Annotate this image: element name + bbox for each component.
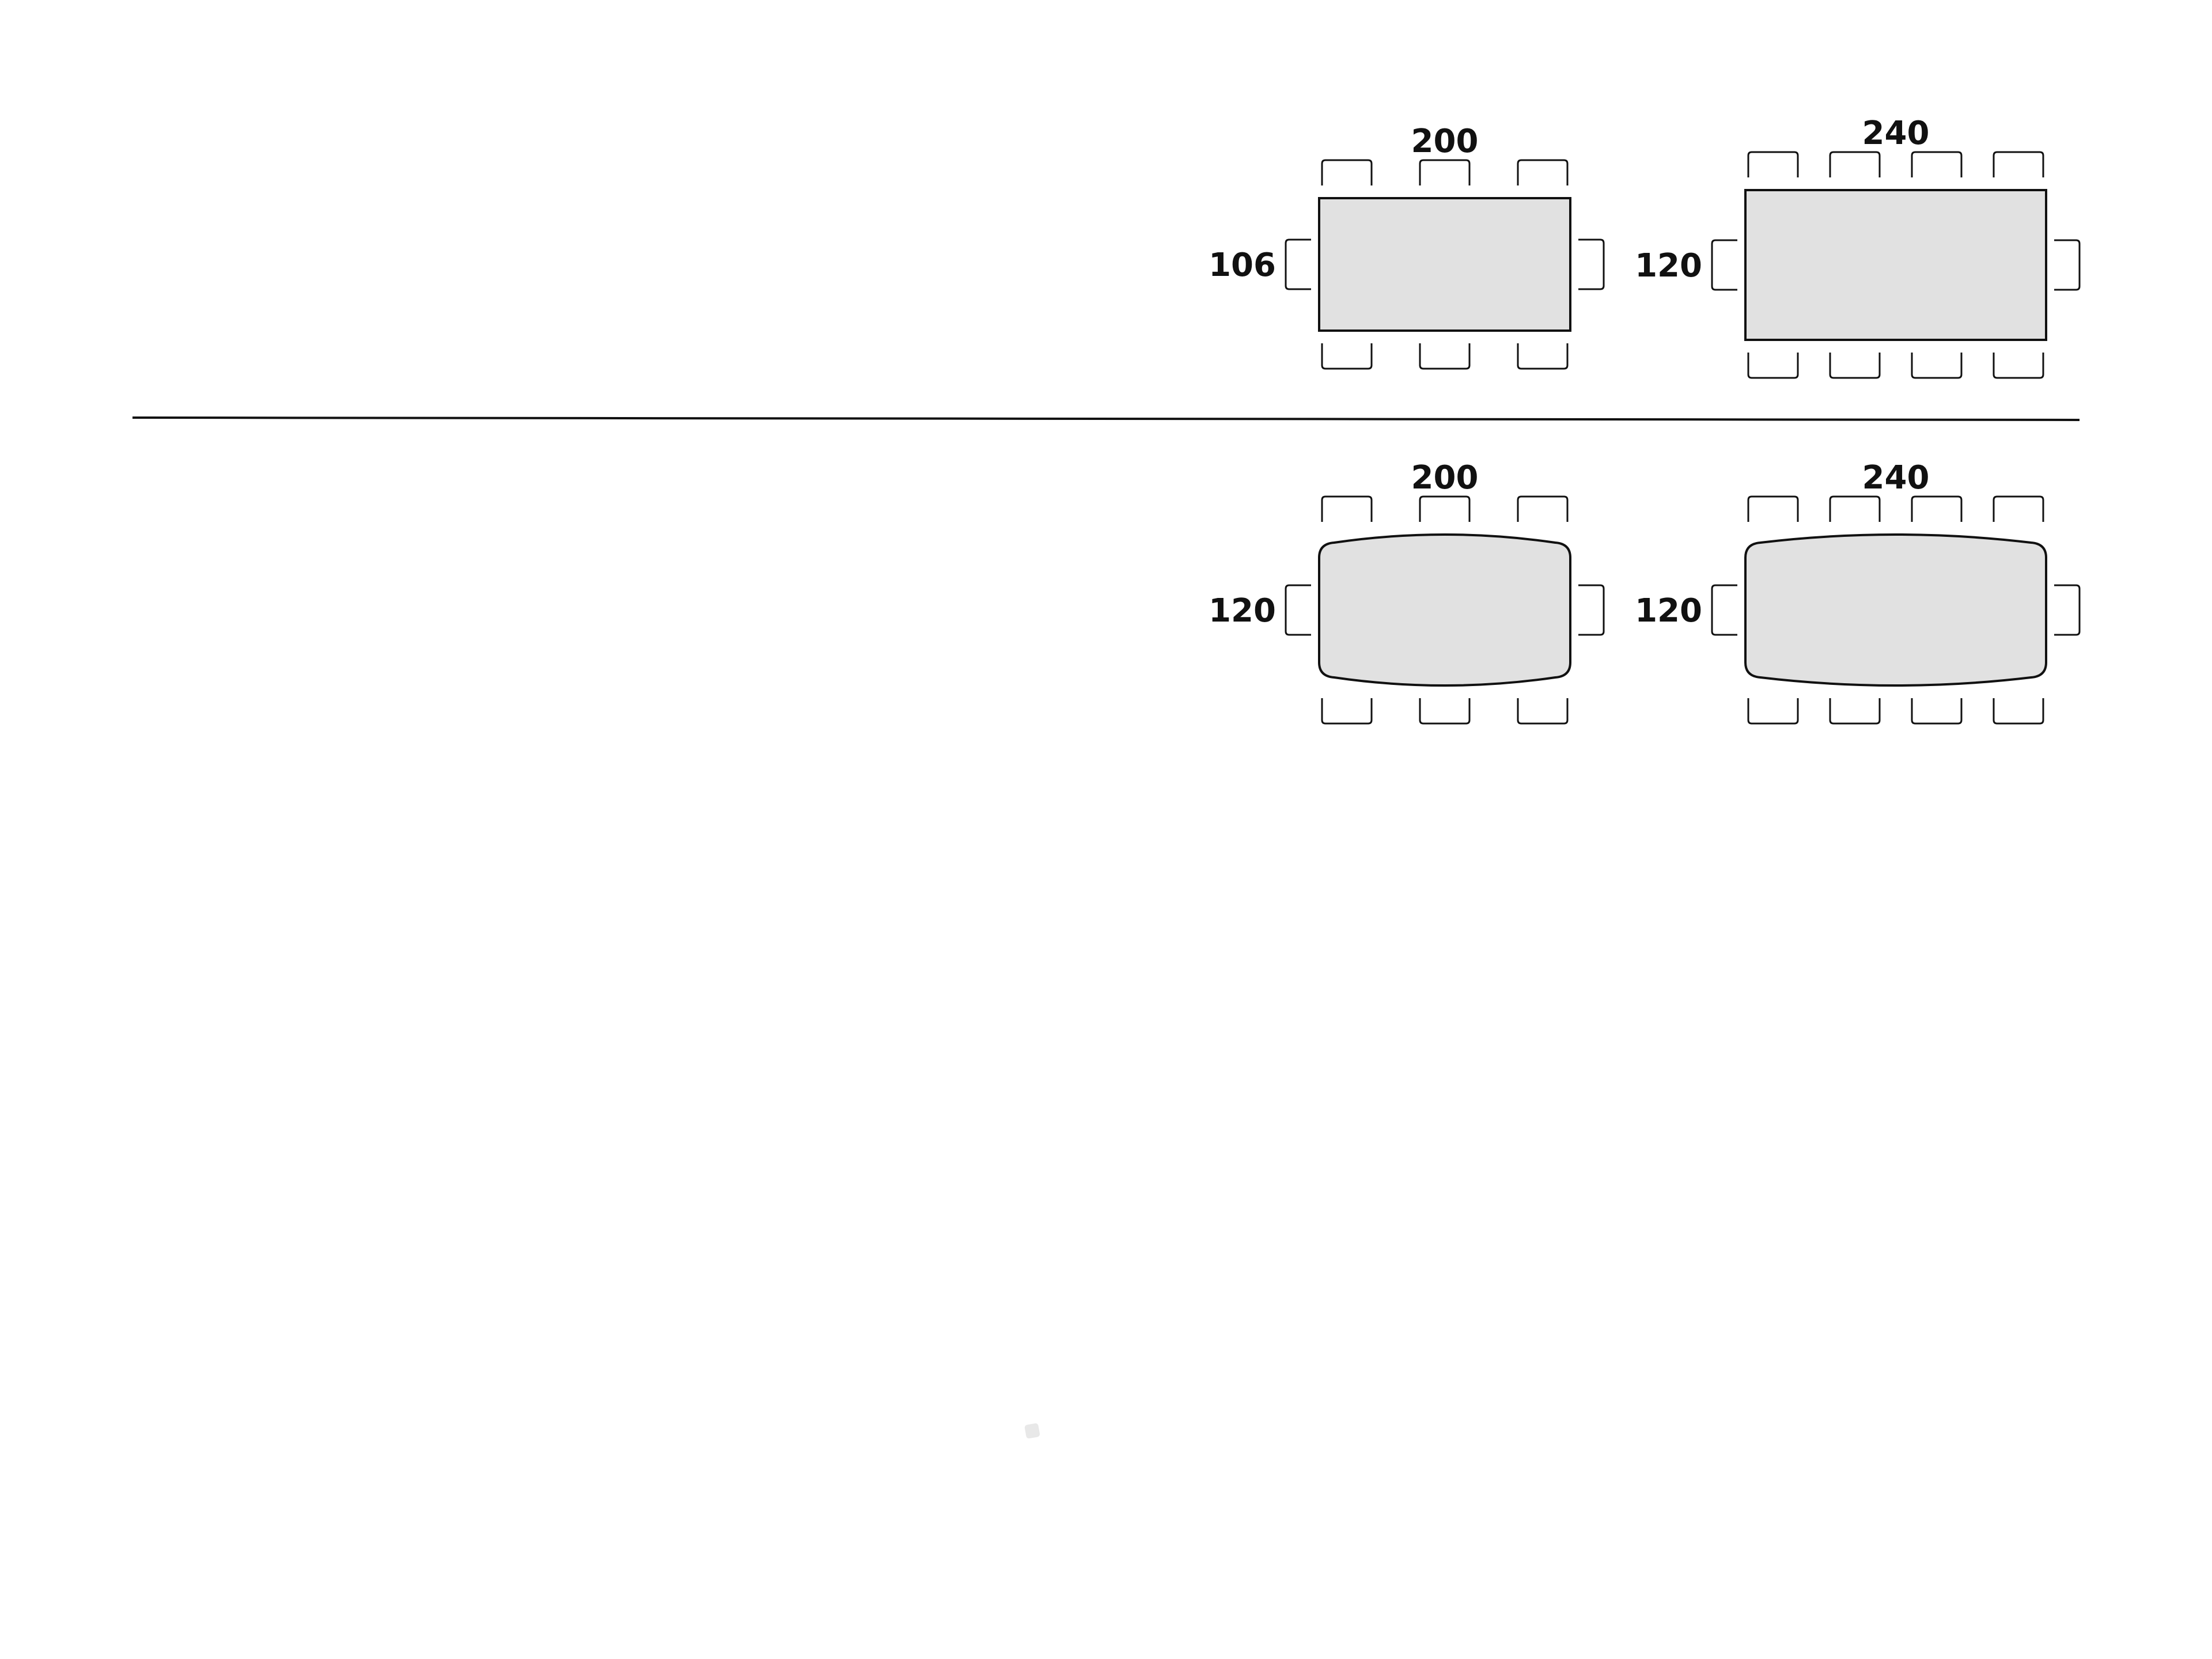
table-group: 200 106 bbox=[1209, 123, 1605, 370]
length-dimension-label: 240 bbox=[1862, 459, 1930, 497]
chair-icon bbox=[2054, 584, 2081, 636]
chair-icon bbox=[1993, 353, 2044, 379]
chair-icon bbox=[1747, 698, 1799, 725]
chair-icon bbox=[1517, 159, 1569, 185]
width-dimension-label: 120 bbox=[1635, 592, 1702, 630]
chair-icon bbox=[1517, 698, 1569, 725]
chair-icon bbox=[2054, 239, 2081, 291]
chair-icon bbox=[1419, 343, 1471, 370]
page-marker-icon bbox=[1024, 1423, 1040, 1439]
chair-icon bbox=[1747, 151, 1799, 177]
table-top bbox=[1744, 189, 2047, 341]
chair-icon bbox=[1911, 353, 1963, 379]
chair-icon bbox=[1993, 151, 2044, 177]
chair-icon bbox=[1517, 495, 1569, 522]
chair-icon bbox=[1911, 698, 1963, 725]
chair-icon bbox=[1993, 698, 2044, 725]
chair-icon bbox=[1829, 698, 1881, 725]
chair-icon bbox=[1285, 238, 1311, 290]
table-top bbox=[1318, 197, 1571, 332]
chair-icon bbox=[1911, 151, 1963, 177]
chair-icon bbox=[1285, 584, 1311, 636]
length-dimension-label: 200 bbox=[1411, 459, 1479, 497]
table-group: 240 120 bbox=[1635, 459, 2081, 725]
width-dimension-label: 120 bbox=[1209, 592, 1276, 630]
chair-icon bbox=[1517, 343, 1569, 370]
chair-icon bbox=[1747, 353, 1799, 379]
chair-icon bbox=[1711, 584, 1737, 636]
length-dimension-label: 240 bbox=[1862, 115, 1930, 152]
chair-icon bbox=[1321, 159, 1373, 185]
chair-icon bbox=[1829, 151, 1881, 177]
tables-layer: 200 106 240 120 200 120 240 120 bbox=[1209, 115, 2081, 725]
table-group: 240 120 bbox=[1635, 115, 2081, 379]
table-top bbox=[1318, 533, 1571, 687]
chair-icon bbox=[1829, 353, 1881, 379]
table-group: 200 120 bbox=[1209, 459, 1605, 725]
chair-icon bbox=[1321, 698, 1373, 725]
chair-icon bbox=[1419, 159, 1471, 185]
length-dimension-label: 200 bbox=[1411, 123, 1479, 160]
section-divider bbox=[132, 416, 2080, 421]
width-dimension-label: 106 bbox=[1209, 247, 1276, 284]
chair-icon bbox=[1419, 495, 1471, 522]
chair-icon bbox=[1578, 238, 1605, 290]
chair-icon bbox=[1993, 495, 2044, 522]
chair-icon bbox=[1321, 343, 1373, 370]
chair-icon bbox=[1419, 698, 1471, 725]
chair-icon bbox=[1911, 495, 1963, 522]
chair-icon bbox=[1747, 495, 1799, 522]
width-dimension-label: 120 bbox=[1635, 247, 1702, 285]
chair-icon bbox=[1711, 239, 1737, 291]
table-top bbox=[1744, 533, 2047, 687]
chair-icon bbox=[1321, 495, 1373, 522]
chair-icon bbox=[1578, 584, 1605, 636]
chair-icon bbox=[1829, 495, 1881, 522]
